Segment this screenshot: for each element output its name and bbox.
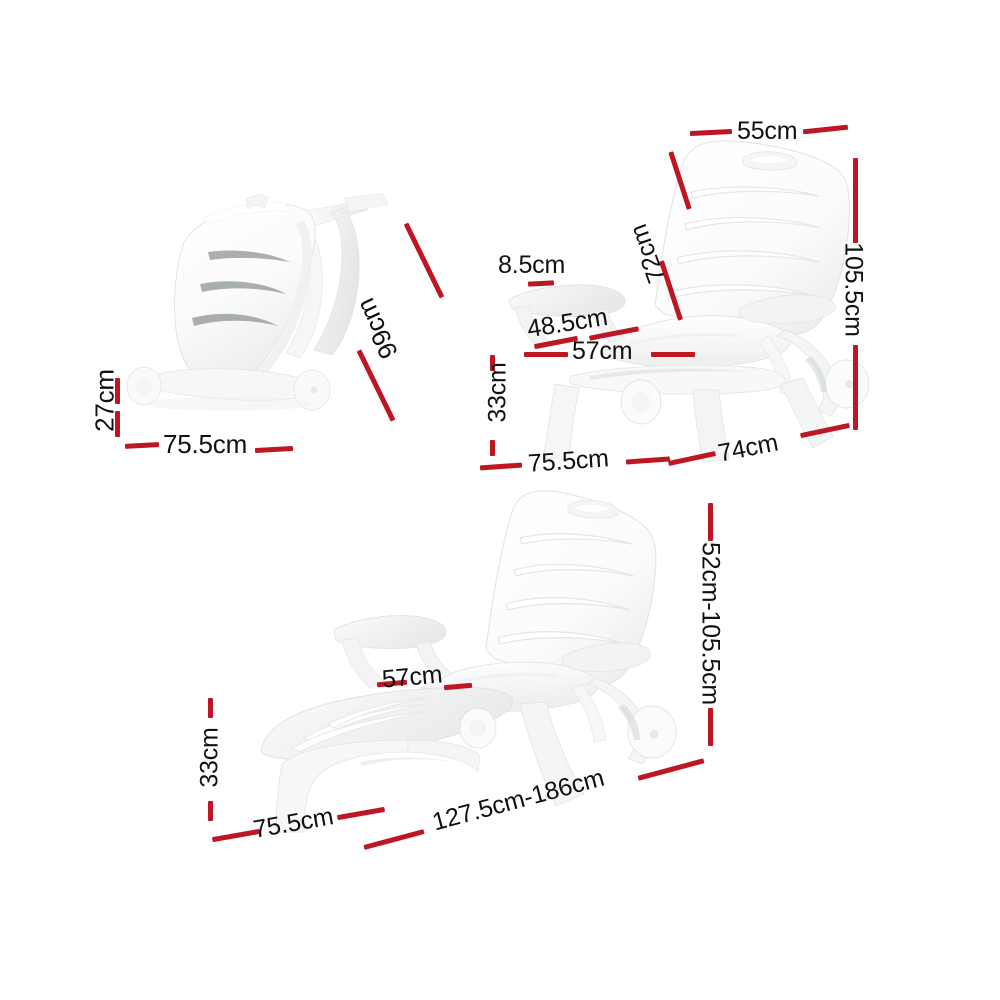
tick-overall-height-top	[853, 158, 858, 243]
tick-seat-width-right	[651, 352, 695, 357]
label-folded-height: 27cm	[89, 369, 120, 432]
tick-reclined-height-bottom	[708, 708, 713, 746]
tick-folded-width-left	[124, 442, 160, 449]
tick-seat-height-bottom	[490, 440, 495, 456]
tick-backrest-width-left	[689, 128, 733, 137]
tick-seat-height-top	[490, 355, 495, 371]
tick-seat-width-left	[524, 352, 568, 357]
tick-folded-width-right	[254, 446, 294, 453]
diagram-folded: 27cm 75.5cm 99cm	[0, 0, 460, 480]
label-overall-height: 105.5cm	[839, 242, 868, 337]
tick-reclined-seat-height-bottom	[208, 801, 213, 821]
label-seat-height: 33cm	[483, 362, 512, 423]
label-folded-width: 75.5cm	[163, 429, 248, 459]
label-seat-width: 57cm	[572, 337, 633, 365]
label-reclined-seat-width: 57cm	[380, 660, 444, 694]
label-armrest-width: 8.5cm	[498, 251, 566, 279]
label-reclined-seat-height: 33cm	[195, 727, 224, 788]
tick-backrest-width-right	[802, 124, 849, 135]
tick-overall-height-bottom	[853, 345, 858, 430]
folded-chair-illustration	[100, 190, 420, 430]
tick-folded-height-bottom	[115, 411, 120, 437]
tick-folded-height-top	[115, 378, 120, 404]
diagram-reclined: 57cm 33cm 75.5cm 127.5cm-186cm 52cm-105.…	[0, 470, 1000, 1000]
label-reclined-height: 52cm-105.5cm	[696, 542, 725, 705]
tick-reclined-seat-height-top	[208, 698, 213, 718]
tick-reclined-height-top	[708, 503, 713, 541]
label-backrest-width: 55cm	[737, 117, 798, 145]
reclined-lounger-illustration	[248, 490, 678, 850]
diagram-upright: 55cm 72cm 8.5cm 48.5cm 57cm 33cm 105.5cm…	[460, 0, 1000, 480]
